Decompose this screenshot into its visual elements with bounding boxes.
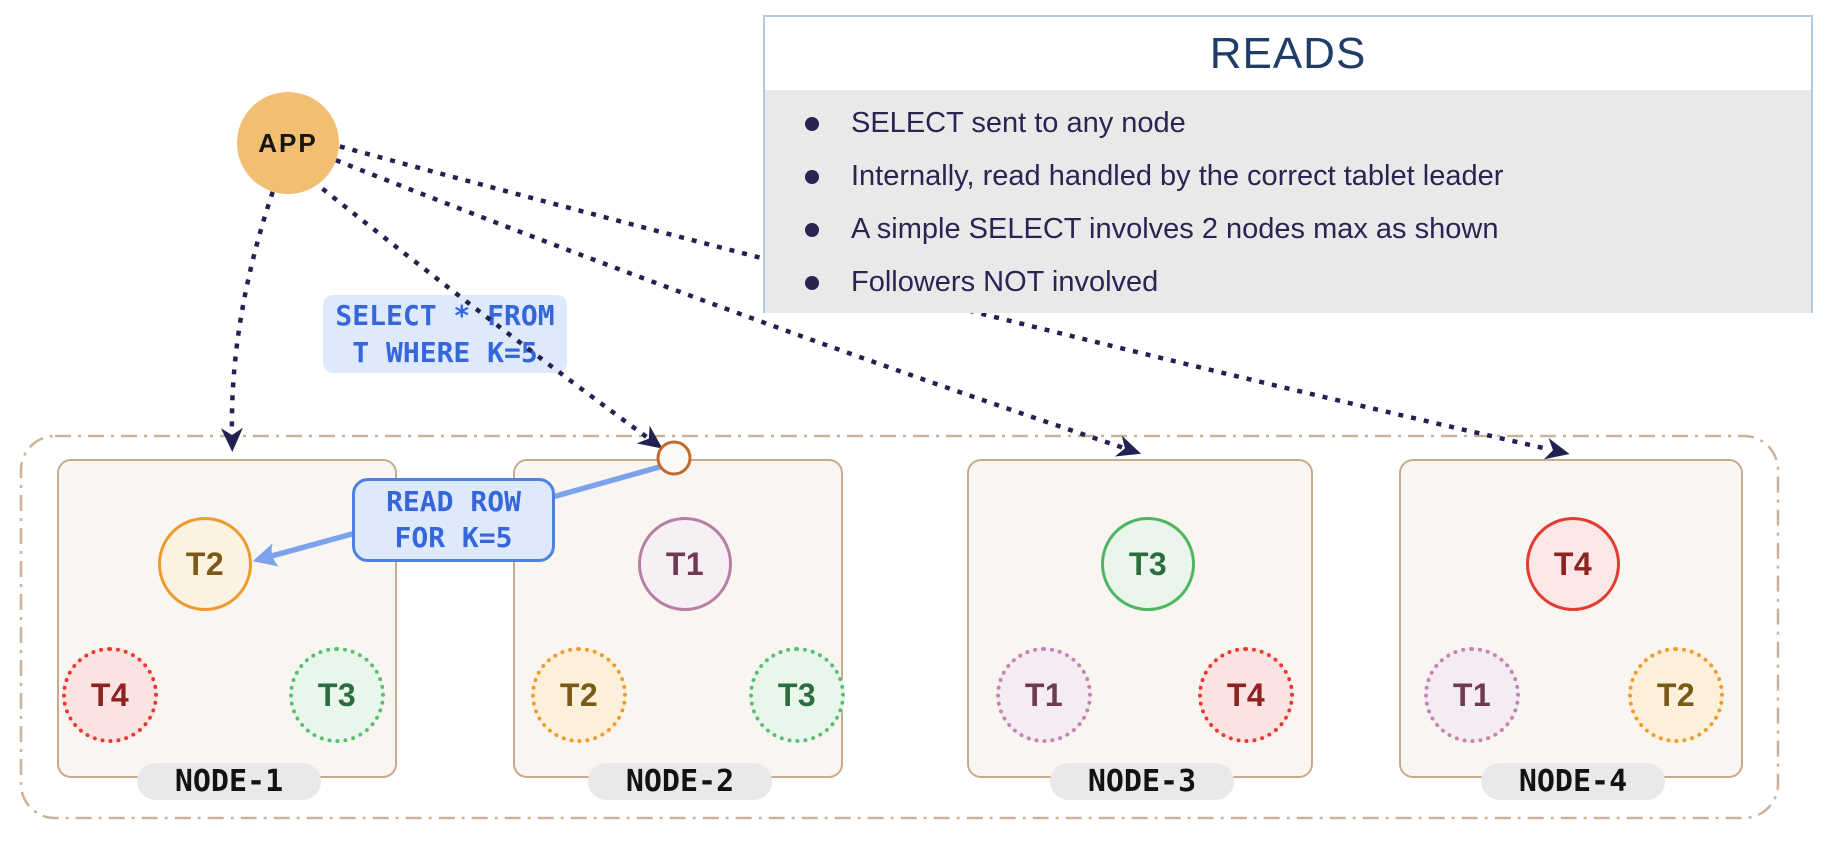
bullet-icon bbox=[805, 222, 819, 237]
bullet-text: Followers NOT involved bbox=[851, 266, 1159, 298]
tablet-follower: T1 bbox=[1424, 647, 1520, 743]
reads-bullet: A simple SELECT involves 2 nodes max as … bbox=[765, 203, 1811, 256]
tablet-follower: T3 bbox=[289, 647, 385, 743]
node-name-pill: NODE-2 bbox=[588, 763, 772, 800]
reads-panel-title: READS bbox=[1209, 28, 1367, 78]
tablet-label: T1 bbox=[1024, 676, 1064, 713]
read-row-arrow-to-t2 bbox=[252, 531, 355, 567]
reads-bullet: Followers NOT involved bbox=[765, 256, 1811, 309]
reads-bullet: SELECT sent to any node bbox=[765, 97, 1811, 150]
node-name: NODE-4 bbox=[1518, 764, 1628, 799]
tablet-label: T4 bbox=[1553, 545, 1593, 582]
bullet-text: A simple SELECT involves 2 nodes max as … bbox=[851, 213, 1499, 245]
node-name: NODE-1 bbox=[174, 764, 284, 799]
bullet-icon bbox=[805, 169, 819, 184]
read-row-line2: FOR K=5 bbox=[394, 521, 513, 554]
tablet-label: T3 bbox=[1128, 545, 1168, 582]
tablet-label: T3 bbox=[777, 676, 817, 713]
reads-panel-header: READS bbox=[765, 17, 1811, 90]
app-circle: APP bbox=[237, 92, 339, 194]
tablet-follower: T2 bbox=[531, 647, 627, 743]
select-query-line1: SELECT * FROM bbox=[335, 299, 555, 332]
tablet-label: T1 bbox=[665, 545, 705, 582]
tablet-label: T2 bbox=[185, 545, 225, 582]
app-to-node1-dotted-arrow bbox=[220, 191, 275, 452]
app-to-node4-dotted-arrow bbox=[339, 144, 1570, 460]
app-label: APP bbox=[258, 127, 318, 158]
tablet-follower: T2 bbox=[1628, 647, 1724, 743]
select-query-line2: T WHERE K=5 bbox=[352, 336, 538, 369]
tablet-leader: T3 bbox=[1101, 517, 1195, 611]
select-query-label: SELECT * FROM T WHERE K=5 bbox=[323, 295, 567, 373]
read-row-label: READ ROW FOR K=5 bbox=[352, 478, 555, 562]
node-name-pill: NODE-1 bbox=[137, 763, 321, 800]
reads-bullet: Internally, read handled by the correct … bbox=[765, 150, 1811, 203]
node-name: NODE-2 bbox=[625, 764, 735, 799]
node2-landing-circle bbox=[656, 440, 692, 476]
tablet-follower: T4 bbox=[1198, 647, 1294, 743]
read-row-link-from-node2 bbox=[553, 463, 666, 499]
tablet-label: T1 bbox=[1452, 676, 1492, 713]
node-name-pill: NODE-4 bbox=[1481, 763, 1665, 800]
tablet-leader: T4 bbox=[1526, 517, 1620, 611]
bullet-text: SELECT sent to any node bbox=[851, 107, 1186, 139]
tablet-label: T4 bbox=[90, 676, 130, 713]
read-row-line1: READ ROW bbox=[386, 485, 521, 518]
bullet-icon bbox=[805, 116, 819, 131]
tablet-label: T4 bbox=[1226, 676, 1266, 713]
tablet-follower: T3 bbox=[749, 647, 845, 743]
bullet-icon bbox=[805, 275, 819, 290]
tablet-label: T2 bbox=[559, 676, 599, 713]
cluster-dashed-border bbox=[19, 434, 1780, 820]
app-to-node2-dotted-arrow bbox=[310, 178, 663, 449]
tablet-follower: T1 bbox=[996, 647, 1092, 743]
node-name-pill: NODE-3 bbox=[1050, 763, 1234, 800]
tablet-label: T3 bbox=[317, 676, 357, 713]
node-name: NODE-3 bbox=[1087, 764, 1197, 799]
tablet-label: T2 bbox=[1656, 676, 1696, 713]
tablet-follower: T4 bbox=[62, 647, 158, 743]
tablet-leader: T2 bbox=[158, 517, 252, 611]
tablet-leader: T1 bbox=[638, 517, 732, 611]
bullet-text: Internally, read handled by the correct … bbox=[851, 160, 1504, 192]
